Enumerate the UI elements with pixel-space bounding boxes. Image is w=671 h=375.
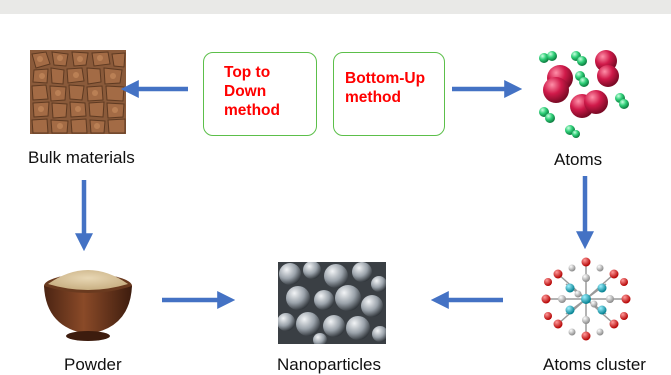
powder-image: [44, 270, 132, 341]
bottom-up-method-label: Bottom-Up method: [345, 70, 426, 106]
atoms-label: Atoms: [554, 150, 603, 169]
top-down-method-box: [203, 52, 317, 136]
bottom-up-method-box: [333, 52, 445, 136]
top-divider-bar: [0, 0, 671, 14]
powder-label: Powder: [64, 355, 122, 374]
nanoparticles-image: [278, 262, 386, 344]
top-down-method-label: Top to Down method: [224, 64, 280, 119]
atoms-image: [539, 50, 629, 138]
nanoparticles-label: Nanoparticles: [277, 355, 381, 374]
bulk-materials-image: [30, 50, 126, 134]
bulk-materials-label: Bulk materials: [28, 148, 135, 167]
atoms-cluster-image: [541, 257, 631, 341]
atoms-cluster-label: Atoms cluster: [543, 355, 646, 374]
